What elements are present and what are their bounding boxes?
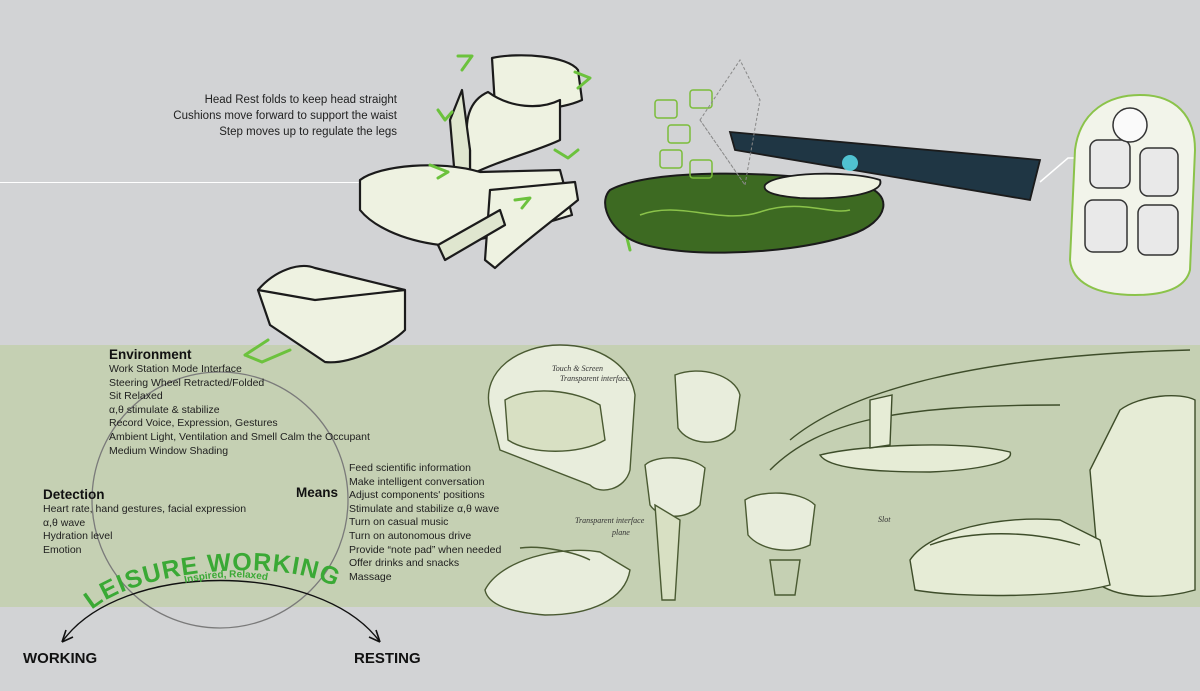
means-item: Provide “note pad” when needed bbox=[349, 543, 502, 556]
means-item: Turn on casual music bbox=[349, 516, 449, 529]
sketch-notes: Touch & Screen Transparent interface Tra… bbox=[552, 364, 891, 537]
means-item: Feed scientific information bbox=[349, 462, 471, 474]
detection-item: Heart rate, hand gestures, facial expres… bbox=[43, 503, 247, 515]
caption-line-cushions: Cushions move forward to support the wai… bbox=[173, 110, 397, 122]
workstation-illustration bbox=[604, 59, 1090, 254]
means-item: Massage bbox=[349, 570, 392, 583]
detection-item: Hydration level bbox=[43, 530, 113, 543]
detection-block: Detection Heart rate, hand gestures, fac… bbox=[43, 486, 246, 557]
seat-caption: Head Rest folds to keep head straight Cu… bbox=[173, 92, 397, 140]
means-block: Feed scientific information Make intelli… bbox=[349, 462, 501, 584]
foot-step-illustration bbox=[256, 264, 407, 364]
means-item: Stimulate and stabilize α,θ wave bbox=[349, 502, 500, 515]
environment-item: Ambient Light, Ventilation and Smell Cal… bbox=[109, 430, 370, 443]
reclining-seat-illustration bbox=[358, 54, 584, 270]
environment-block: Environment Work Station Mode Interface … bbox=[109, 346, 370, 458]
environment-item: α,θ stimulate & stabilize bbox=[109, 403, 220, 416]
detection-item: α,θ wave bbox=[43, 516, 86, 529]
environment-title: Environment bbox=[109, 347, 192, 362]
caption-line-headrest: Head Rest folds to keep head straight bbox=[204, 94, 397, 106]
note-slot: Slot bbox=[878, 515, 891, 524]
environment-item: Medium Window Shading bbox=[109, 444, 229, 457]
environment-item: Work Station Mode Interface bbox=[109, 363, 242, 375]
note-transparent-interface-1: Transparent interface bbox=[560, 374, 630, 383]
green-motion-arrows bbox=[243, 54, 647, 364]
means-title: Means bbox=[296, 485, 339, 500]
detection-item: Emotion bbox=[43, 543, 82, 556]
interior-sketch bbox=[769, 349, 1196, 597]
environment-item: Record Voice, Expression, Gestures bbox=[109, 417, 278, 430]
environment-item: Sit Relaxed bbox=[109, 390, 163, 403]
means-item: Make intelligent conversation bbox=[349, 475, 485, 488]
note-transparent-interface-2: Transparent interface bbox=[575, 516, 645, 525]
cabin-top-view-illustration bbox=[1068, 93, 1197, 297]
divider-line bbox=[0, 182, 360, 183]
note-plane: plane bbox=[611, 528, 630, 537]
means-item: Adjust components' positions bbox=[349, 489, 485, 502]
detection-title: Detection bbox=[43, 487, 105, 502]
resting-label: RESTING bbox=[354, 650, 421, 667]
environment-item: Steering Wheel Retracted/Folded bbox=[109, 376, 265, 389]
means-item: Offer drinks and snacks bbox=[349, 557, 460, 570]
note-touch-screen: Touch & Screen bbox=[552, 364, 603, 373]
means-item: Turn on autonomous drive bbox=[349, 529, 472, 542]
caption-line-step: Step moves up to regulate the legs bbox=[219, 126, 397, 138]
working-label: WORKING bbox=[23, 650, 98, 667]
steering-sketches bbox=[484, 344, 816, 616]
